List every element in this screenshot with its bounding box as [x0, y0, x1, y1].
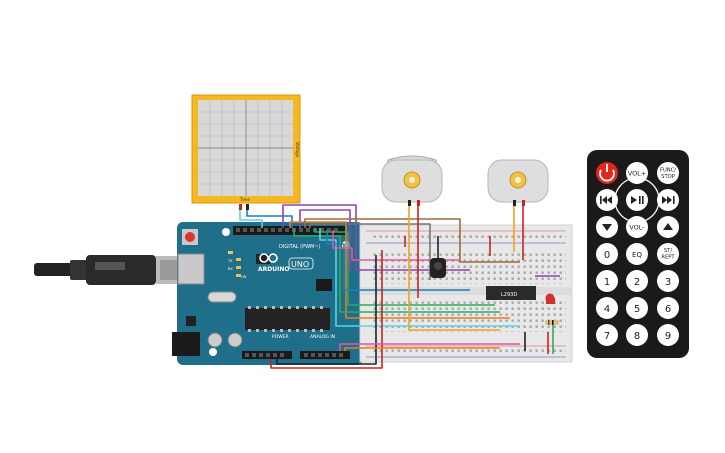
l293d-chip[interactable]: L293D [486, 286, 536, 300]
on-label: ON [241, 275, 247, 279]
ir-remote[interactable]: VOL+ FUNC/ STOP VOL- [587, 150, 689, 358]
power-icon [599, 169, 615, 182]
resistor[interactable] [545, 320, 559, 325]
remote-down-button[interactable] [596, 216, 618, 238]
mount-hole [222, 228, 230, 236]
probe-pin-negative[interactable] [246, 204, 249, 210]
chevron-up-icon [663, 223, 673, 230]
svg-text:9: 9 [665, 331, 671, 342]
remote-eq-button[interactable]: EQ [626, 243, 648, 265]
remote-func-stop-button[interactable]: FUNC/ STOP [657, 162, 679, 184]
dc-motor-right[interactable] [487, 159, 549, 206]
svg-text:VOL+: VOL+ [628, 170, 647, 178]
remote-vol-up-button[interactable]: VOL+ [626, 162, 648, 184]
remote-zero-button[interactable]: 0 [596, 243, 618, 265]
remote-up-button[interactable] [657, 216, 679, 238]
oscilloscope[interactable]: Time Voltage [191, 94, 301, 210]
svg-text:4: 4 [604, 304, 610, 315]
remote-digit-2[interactable]: 2 [626, 270, 648, 292]
svg-text:7: 7 [604, 331, 610, 342]
motor-right-terminal-neg[interactable] [513, 200, 516, 206]
remote-digit-9[interactable]: 9 [657, 324, 679, 346]
svg-text:3: 3 [665, 277, 671, 288]
usb-cable[interactable] [34, 255, 186, 285]
svg-text:0: 0 [604, 250, 610, 261]
arduino-board[interactable]: DIGITAL (PWM~) ARDUINO UNO POWER ANALOG … [172, 222, 363, 365]
remote-digit-4[interactable]: 4 [596, 297, 618, 319]
chevron-down-icon [602, 224, 612, 231]
wires[interactable] [239, 204, 560, 369]
atmega-chip [245, 308, 330, 330]
voltage-label: Voltage [295, 142, 300, 158]
arduino-brand-label: ARDUINO [258, 266, 289, 273]
rx-label: RX [228, 267, 233, 271]
reset-button-cap[interactable] [185, 232, 195, 242]
remote-digit-8[interactable]: 8 [626, 324, 648, 346]
remote-play-pause-button[interactable] [626, 189, 648, 211]
remote-digit-5[interactable]: 5 [626, 297, 648, 319]
l293d-label: L293D [501, 292, 517, 298]
ir-receiver[interactable] [430, 258, 446, 278]
svg-text:8: 8 [634, 331, 640, 342]
breadboard[interactable] [359, 224, 573, 363]
motor-left-terminal-pos[interactable] [417, 200, 420, 206]
analog-label: ANALOG IN [310, 334, 335, 340]
remote-digit-1[interactable]: 1 [596, 270, 618, 292]
remote-digit-7[interactable]: 7 [596, 324, 618, 346]
svg-text:1: 1 [604, 277, 610, 288]
power-label: POWER [272, 334, 289, 340]
digital-label: DIGITAL (PWM~) [279, 244, 321, 250]
svg-text:2: 2 [634, 277, 640, 288]
time-label: Time [239, 197, 250, 202]
svg-text:6: 6 [665, 304, 671, 315]
l-label: L [228, 251, 230, 255]
svg-text:STOP: STOP [661, 174, 675, 180]
svg-text:REPT: REPT [661, 255, 675, 261]
uno-label: UNO [291, 260, 309, 269]
remote-digit-6[interactable]: 6 [657, 297, 679, 319]
probe-pin-positive[interactable] [239, 204, 242, 210]
dc-motor-left[interactable] [381, 155, 443, 206]
remote-next-button[interactable] [657, 189, 679, 211]
svg-text:5: 5 [634, 304, 640, 315]
arduino-logo-icon [259, 253, 278, 263]
motor-left-terminal-neg[interactable] [408, 200, 411, 206]
tx-label: TX [227, 259, 233, 263]
red-led[interactable] [545, 293, 556, 305]
remote-digit-3[interactable]: 3 [657, 270, 679, 292]
svg-text:ST/: ST/ [664, 248, 672, 254]
mount-hole [209, 348, 217, 356]
svg-text:FUNC/: FUNC/ [660, 168, 676, 174]
remote-st-rept-button[interactable]: ST/ REPT [657, 243, 679, 265]
svg-text:EQ: EQ [632, 251, 642, 259]
motor-right-terminal-pos[interactable] [522, 200, 525, 206]
remote-power-button[interactable] [596, 162, 618, 184]
svg-text:VOL-: VOL- [629, 224, 645, 232]
uno-badge [288, 257, 314, 270]
remote-prev-button[interactable] [596, 189, 618, 211]
remote-vol-down-button[interactable]: VOL- [626, 216, 648, 238]
